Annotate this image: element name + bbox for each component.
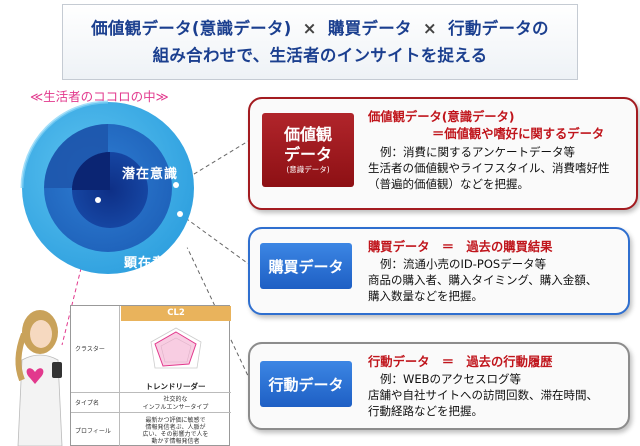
card-row-divider xyxy=(71,392,231,393)
panel-values-data: 価値観 データ (意識データ) 価値観データ(意識データ) ＝価値観や嗜好に関す… xyxy=(248,97,638,210)
panel-line: （普遍的価値観）などを把握。 xyxy=(368,177,529,191)
card-divider xyxy=(119,306,120,446)
marker-dot xyxy=(95,197,101,203)
panel-heading: 価値観データ(意識データ) xyxy=(368,110,515,124)
header-line-1: 価値観データ(意識データ) × 購買データ × 行動データの xyxy=(63,15,577,42)
persona-name: トレンドリーダー xyxy=(145,382,206,391)
panel-line-example: 例：WEBのアクセスログ等 xyxy=(380,372,521,386)
purchase-data-badge: 購買データ xyxy=(260,243,352,289)
cluster-code: CL2 xyxy=(121,306,231,321)
sphere-rim xyxy=(20,100,109,189)
panel-behavior-data: 行動データ 行動データ ＝ 過去の行動履歴 例：WEBのアクセスログ等 店舗や自… xyxy=(248,342,630,430)
behavior-data-badge: 行動データ xyxy=(260,361,352,407)
row-label-profile: プロフィール xyxy=(75,428,111,435)
panel-line: 行動経路などを把握。 xyxy=(368,404,483,418)
radar-chart xyxy=(150,327,202,369)
persona-card: CL2 クラスター トレンドリーダー タイプ名 社交的な インフルエンサータイプ… xyxy=(70,305,231,446)
latent-consciousness-label: 潜在意識 xyxy=(122,167,179,182)
badge-title-line: データ xyxy=(283,145,332,164)
profile-line: 最新かつ評価に敏感で xyxy=(145,417,206,424)
type-value: 社交的な xyxy=(163,396,188,403)
marker-dot xyxy=(177,211,183,217)
person-illustration xyxy=(15,310,63,446)
marker-dot xyxy=(183,242,189,248)
panel-line: 店舗や自社サイトへの訪問回数、滞在時間、 xyxy=(368,388,598,402)
mind-title: ≪生活者のココロの中≫ xyxy=(30,89,169,104)
panel-heading-definition: ＝価値観や嗜好に関するデータ xyxy=(432,127,605,141)
header-banner: 価値観データ(意識データ) × 購買データ × 行動データの 組み合わせで、生活… xyxy=(62,4,578,80)
panel-line-example: 例：流通小売のID-POSデータ等 xyxy=(380,257,547,271)
profile-line: 広い、その影響力で人を xyxy=(142,431,209,438)
header-part-values: 価値観データ(意識データ) xyxy=(91,19,292,38)
panel-line: 購入数量などを把握。 xyxy=(368,289,483,303)
connector-middle xyxy=(179,213,251,266)
card-row-divider xyxy=(71,412,231,413)
times-sign: × xyxy=(302,19,317,38)
marker-dot xyxy=(173,182,179,188)
times-sign: × xyxy=(422,19,438,38)
values-data-badge: 価値観 データ (意識データ) xyxy=(262,113,354,187)
badge-title-line: 価値観 xyxy=(283,125,332,144)
header-part-behavior: 行動データの xyxy=(448,19,549,38)
badge-subtitle: (意識データ) xyxy=(286,165,330,174)
manifest-consciousness-label: 顕在意識 xyxy=(124,256,181,271)
panel-heading: 行動データ ＝ 過去の行動履歴 xyxy=(368,355,553,369)
sphere-core-wedge xyxy=(72,152,110,190)
panel-line: 生活者の価値観やライフスタイル、消費嗜好性 xyxy=(368,161,610,175)
header-part-purchase: 購買データ xyxy=(327,19,412,38)
header-line-2: 組み合わせで、生活者のインサイトを捉える xyxy=(152,46,488,65)
connector-outer xyxy=(185,244,251,381)
type-value: インフルエンサータイプ xyxy=(142,404,209,411)
panel-line: 商品の購入者、購入タイミング、購入金額、 xyxy=(368,273,598,287)
panel-purchase-data: 購買データ 購買データ ＝ 過去の購買結果 例：流通小売のID-POSデータ等 … xyxy=(248,227,630,315)
row-label-cluster: クラスター xyxy=(75,346,105,353)
profile-line: 動かす情報発信者 xyxy=(151,438,200,445)
panel-heading: 購買データ ＝ 過去の購買結果 xyxy=(368,240,553,254)
profile-line: 情報発信者ぶ、人脈が xyxy=(145,424,206,431)
panel-line-example: 例：消費に関するアンケートデータ等 xyxy=(380,145,576,159)
row-label-type: タイプ名 xyxy=(75,400,100,407)
